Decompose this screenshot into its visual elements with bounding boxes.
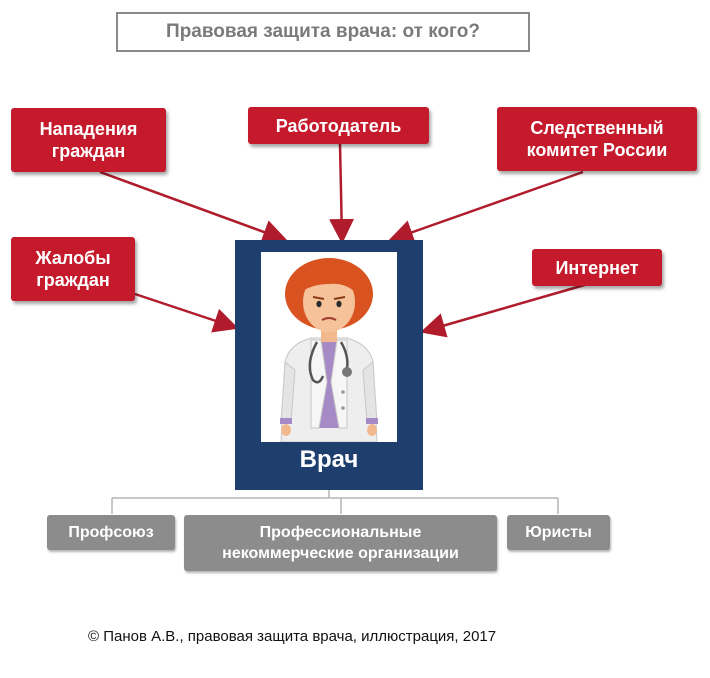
threat-internet: Интернет (532, 249, 662, 286)
doctor-icon (280, 258, 378, 443)
protector-union: Профсоюз (47, 515, 175, 550)
threat-complaints: Жалобы граждан (11, 237, 135, 301)
threat-investigative-committee: Следственный комитет России (497, 107, 697, 171)
doctor-card: Врач (235, 240, 423, 490)
copyright-footer: © Панов А.В., правовая защита врача, илл… (88, 628, 497, 645)
protector-lawyers: Юристы (507, 515, 610, 550)
arrow-complaints (134, 292, 239, 333)
doctor-label: Врач (299, 446, 359, 473)
arrow-committee (388, 170, 584, 245)
arrow-employer (329, 143, 355, 244)
bracket-connector (111, 490, 559, 514)
threat-attacks: Нападения граждан (11, 108, 166, 172)
arrow-attacks (99, 170, 288, 244)
diagram-title: Правовая защита врача: от кого? (116, 12, 530, 52)
doctor-illustration (261, 252, 397, 443)
arrow-internet (420, 282, 589, 338)
threat-employer: Работодатель (248, 107, 429, 144)
protector-ngo: Профессиональные некоммерческие организа… (184, 515, 497, 571)
